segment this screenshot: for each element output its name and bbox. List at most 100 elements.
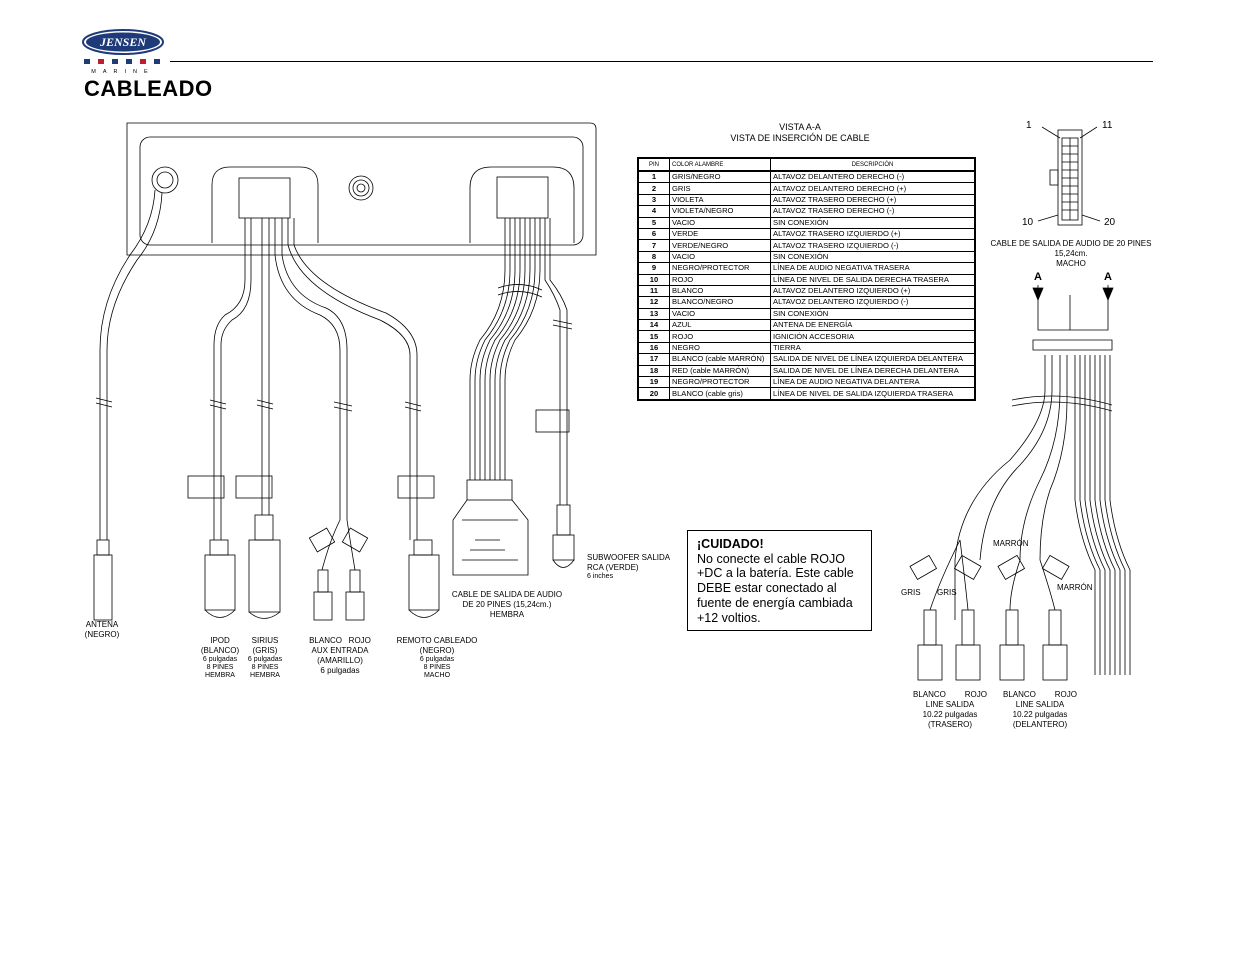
sirius-label-line2: (GRIS) (252, 646, 278, 655)
description-cell: ALTAVOZ TRASERO IZQUIERDO (-) (770, 239, 976, 252)
description-cell: SIN CONEXIÓN (770, 216, 976, 229)
color-cell: NEGRO/PROTECTOR (669, 262, 771, 275)
line-out-rear-rojo: ROJO (964, 690, 987, 699)
color-cell: VERDE (669, 227, 771, 241)
pin-cell: 4 (637, 205, 670, 218)
color-cell: BLANCO/NEGRO (669, 296, 771, 309)
line-out-front-line3: LINE SALIDA (1015, 700, 1065, 709)
view-title: VISTA A-A VISTA DE INSERCIÓN DE CABLE (690, 122, 910, 144)
radio-chassis (126, 122, 597, 256)
color-cell: BLANCO (669, 284, 771, 298)
connector-caption-line2: 15,24cm. (1054, 249, 1088, 258)
remote-label-line1: REMOTO CABLEADO (396, 636, 478, 645)
page-title: CABLEADO (84, 76, 213, 101)
marine-flags-icon: MARINE (84, 59, 160, 75)
pin-table-header-row: PIN COLOR ALAMBRE DESCRIPCIÓN (637, 157, 976, 172)
description-cell: ALTAVOZ DELANTERO DERECHO (+) (770, 182, 976, 195)
view-title-line2: VISTA DE INSERCIÓN DE CABLE (730, 133, 870, 143)
remote-label-line4: 8 PINES (423, 664, 451, 671)
pin-cell: 17 (637, 353, 670, 366)
color-cell: GRIS/NEGRO (669, 170, 771, 184)
marker-a-right: A (1104, 271, 1112, 283)
aux-label: BLANCO ROJO AUX ENTRADA (AMARILLO) 6 pul… (302, 636, 378, 676)
line-out-front-line4: 10.22 pulgadas (1012, 710, 1068, 719)
pin-cell: 12 (637, 296, 670, 309)
line-out-rear-line3: LINE SALIDA (925, 700, 975, 709)
description-cell: ALTAVOZ DELANTERO IZQUIERDO (-) (770, 296, 976, 309)
line-out-rear-label: BLANCO ROJO LINE SALIDA 10.22 pulgadas (… (905, 690, 995, 730)
remote-label: REMOTO CABLEADO (NEGRO) 6 pulgadas 8 PIN… (392, 636, 482, 680)
color-cell: VIOLETA/NEGRO (669, 205, 771, 218)
description-cell: ALTAVOZ DELANTERO DERECHO (-) (770, 170, 976, 184)
audio-cable-label-line2: DE 20 PINES (15,24cm.) (462, 600, 552, 609)
pin10-label: 10 (1022, 217, 1034, 228)
ipod-label-line4: 8 PINES (206, 664, 234, 671)
line-out-rear-line5: (TRASERO) (928, 720, 972, 729)
antenna-label-line2: (NEGRO) (84, 630, 120, 639)
antenna-label: ANTENA (NEGRO) (80, 620, 124, 640)
line-out-rear-line4: 10.22 pulgadas (922, 710, 978, 719)
caution-line: fuente de energía cambiada (697, 595, 853, 610)
pin-cell: 5 (637, 216, 670, 229)
remote-cable (287, 218, 440, 618)
description-cell: SIN CONEXIÓN (770, 250, 976, 264)
pin-cell: 9 (637, 262, 670, 275)
line-out-rear-colors: BLANCO ROJO (905, 690, 995, 700)
ipod-label-line3: 6 pulgadas (202, 656, 238, 663)
ipod-label: IPOD (BLANCO) 6 pulgadas 8 PINES HEMBRA (196, 636, 244, 680)
pin-cell: 15 (637, 330, 670, 343)
subwoofer-label-line3: 6 inches (587, 573, 614, 580)
header-rule (170, 61, 1153, 62)
caution-line: +DC a la batería. Este cable (697, 566, 854, 581)
connector-caption-line1: CABLE DE SALIDA DE AUDIO DE 20 PINES (990, 239, 1152, 248)
description-cell: SIN CONEXIÓN (770, 307, 976, 321)
antenna-label-line1: ANTENA (85, 620, 119, 629)
description-cell: LÍNEA DE NIVEL DE SALIDA IZQUIERDA TRASE… (770, 387, 976, 401)
marker-a-left: A (1034, 271, 1042, 283)
marron-label-right: MARRÓN (1057, 583, 1093, 592)
ipod-cable (187, 218, 252, 618)
caution-line: No conecte el cable ROJO (697, 551, 845, 566)
subwoofer-cable (535, 218, 575, 568)
color-cell: BLANCO (cable MARRÓN) (669, 353, 771, 366)
color-header: COLOR ALAMBRE (669, 157, 771, 172)
aux-cable (274, 218, 369, 621)
description-cell: LÍNEA DE AUDIO NEGATIVA DELANTERA (770, 376, 976, 389)
audio-cable-label-line3: HEMBRA (489, 610, 525, 619)
connector-caption: CABLE DE SALIDA DE AUDIO DE 20 PINES 15,… (990, 239, 1152, 269)
ipod-label-line5: HEMBRA (205, 672, 235, 679)
description-cell: ALTAVOZ TRASERO DERECHO (-) (770, 205, 976, 218)
sirius-label-line3: 6 pulgadas (247, 656, 283, 663)
pin-cell: 10 (637, 273, 670, 286)
gris-label-left: GRIS (901, 588, 921, 597)
sirius-label-line4: 8 PINES (251, 664, 279, 671)
audio-cable-label: CABLE DE SALIDA DE AUDIO DE 20 PINES (15… (447, 590, 567, 620)
color-cell: NEGRO/PROTECTOR (669, 376, 771, 389)
description-cell: ALTAVOZ TRASERO DERECHO (+) (770, 193, 976, 207)
subwoofer-label: SUBWOOFER SALIDA RCA (VERDE) 6 inches (587, 553, 670, 581)
jensen-logo: JENSEN (82, 29, 164, 55)
color-cell: VACIO (669, 307, 771, 321)
caution-line: DEBE estar conectado al (697, 581, 837, 596)
description-cell: SALIDA DE NIVEL DE LÍNEA DERECHA DELANTE… (770, 364, 976, 378)
connector-caption-line3: MACHO (1056, 259, 1086, 268)
sirius-cable (235, 218, 281, 619)
output-harness (909, 285, 1131, 681)
pin-cell: 8 (637, 250, 670, 264)
line-out-front-line5: (DELANTERO) (1012, 720, 1068, 729)
description-cell: SALIDA DE NIVEL DE LÍNEA IZQUIERDA DELAN… (770, 353, 976, 366)
